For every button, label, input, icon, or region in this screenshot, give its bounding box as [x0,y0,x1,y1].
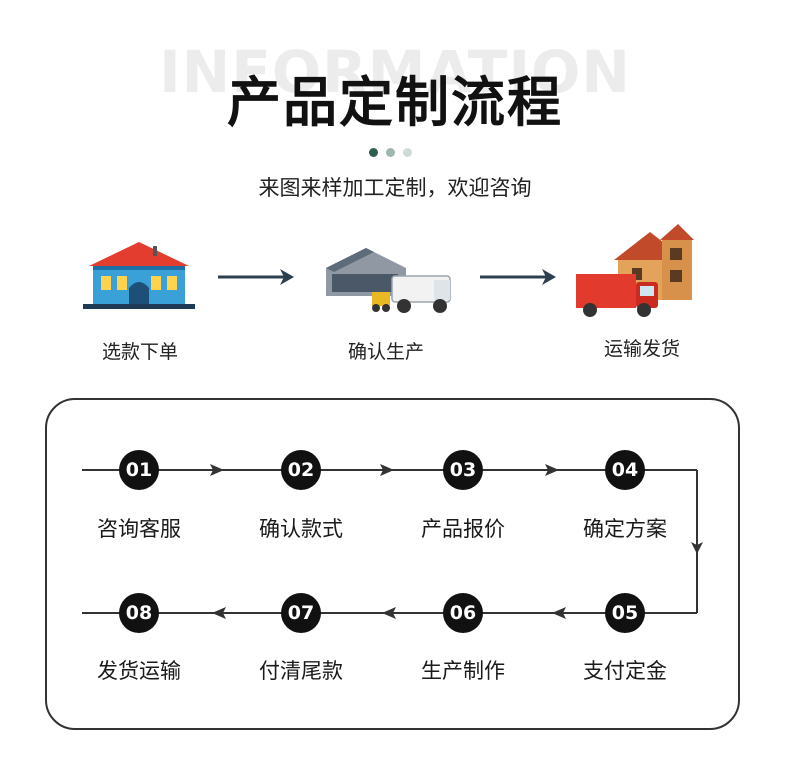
stage-arrow-2 [480,269,556,285]
watermark-text: INFORMATION [159,38,631,106]
subtitle: 来图来样加工定制，欢迎咨询 [258,176,532,200]
stage-label-delivery: 运输发货 [603,338,680,360]
step-label-shipping: 发货运输 [97,659,181,683]
store-icon [83,242,195,309]
step-number-01: 01 [119,450,159,490]
step-label-balance: 付清尾款 [259,659,343,683]
delivery-truck-house-icon [576,224,694,317]
step-label-plan: 确定方案 [583,517,667,541]
decorative-dots [369,148,412,157]
step-label-consult: 咨询客服 [97,517,181,541]
step-number-02: 02 [281,450,321,490]
step-number-06: 06 [443,593,483,633]
step-label-quote: 产品报价 [421,517,505,541]
dot-3 [403,148,412,157]
process-panel [45,398,740,730]
stage-arrow-1 [218,269,294,285]
page-title: 产品定制流程 [227,71,563,134]
step-label-deposit: 支付定金 [583,659,667,683]
step-number-04: 04 [605,450,645,490]
step-number-03: 03 [443,450,483,490]
dot-2 [386,148,395,157]
factory-icon [326,248,451,313]
step-label-manufacture: 生产制作 [421,659,505,683]
stage-label-order: 选款下单 [101,341,178,363]
dot-1 [369,148,378,157]
step-number-05: 05 [605,593,645,633]
step-number-08: 08 [119,593,159,633]
step-number-07: 07 [281,593,321,633]
step-label-confirm-style: 确认款式 [259,517,343,541]
stage-label-production: 确认生产 [347,341,424,363]
